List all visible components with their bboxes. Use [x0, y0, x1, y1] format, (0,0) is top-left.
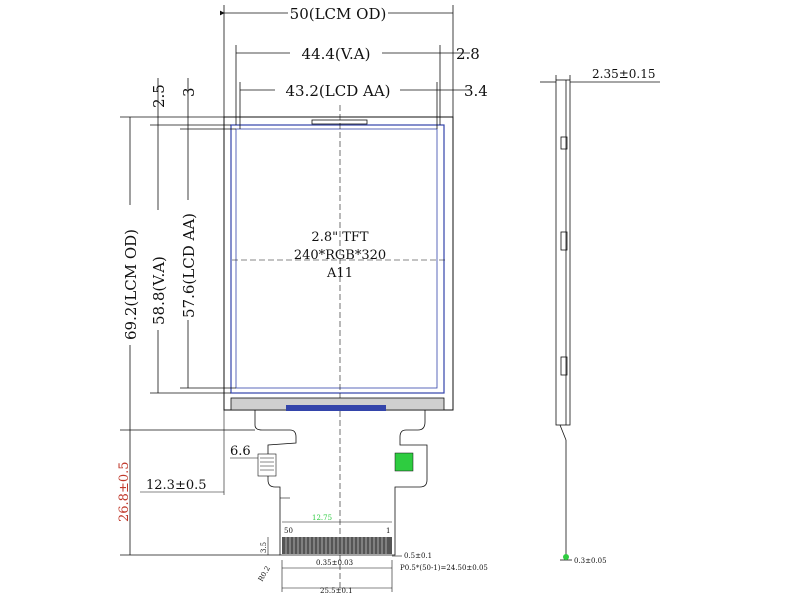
- viewing-area-frame: [230, 124, 445, 394]
- pin-last-label: 1: [386, 527, 390, 535]
- thickness: 2.35±0.15: [592, 67, 656, 81]
- fpc-outline: [254, 410, 428, 556]
- pin-gap: 0.5±0.1: [404, 552, 432, 560]
- lcm-od-width: 50(LCM OD): [290, 5, 387, 23]
- green-component: [394, 452, 414, 472]
- fpc-thickness: 0.3±0.05: [574, 557, 607, 565]
- gold-fingers: [282, 537, 392, 554]
- aa-height: 57.6(LCD AA): [180, 213, 198, 318]
- panel-line1: 2.8" TFT: [311, 230, 368, 245]
- fpc-offset-x: 12.3±0.5: [146, 478, 207, 493]
- fpc-dimensions: [140, 410, 402, 592]
- pin-height: 3.5: [260, 542, 268, 553]
- active-area-frame: [235, 128, 438, 389]
- top-offset-va: 2.5: [150, 84, 168, 108]
- module-outline: [223, 116, 454, 411]
- fpc-length: 26.8±0.5: [117, 461, 132, 522]
- top-tab: [311, 119, 368, 125]
- left-dimensions: [120, 78, 280, 556]
- va-right-offset: 2.8: [456, 45, 480, 63]
- pin-first-label: 50: [284, 527, 293, 535]
- top-dimensions: [220, 5, 470, 129]
- fpc-pin-span: 12.75: [312, 514, 332, 522]
- va-height: 58.8(V.A): [150, 256, 168, 325]
- top-offset-aa: 3: [180, 87, 198, 97]
- aa-right-offset: 3.4: [464, 82, 488, 100]
- corner-radius: R0.2: [257, 565, 272, 583]
- fpc-width: 25.5±0.1: [320, 587, 353, 595]
- pin-width: 0.35±0.03: [316, 559, 353, 567]
- lcd-aa-width: 43.2(LCD AA): [286, 82, 391, 100]
- fpc-notch: 6.6: [230, 444, 251, 459]
- panel-line2: 240*RGB*320: [294, 248, 386, 263]
- panel-line3: A11: [326, 266, 353, 281]
- pitch-formula: P0.5*(50-1)=24.50±0.05: [400, 564, 488, 572]
- lcm-od-height: 69.2(LCM OD): [122, 229, 140, 340]
- side-view: [540, 75, 660, 561]
- front-view: 50 1 2.8" TFT 240*RGB*320 A11: [223, 105, 454, 590]
- va-width: 44.4(V.A): [302, 45, 371, 63]
